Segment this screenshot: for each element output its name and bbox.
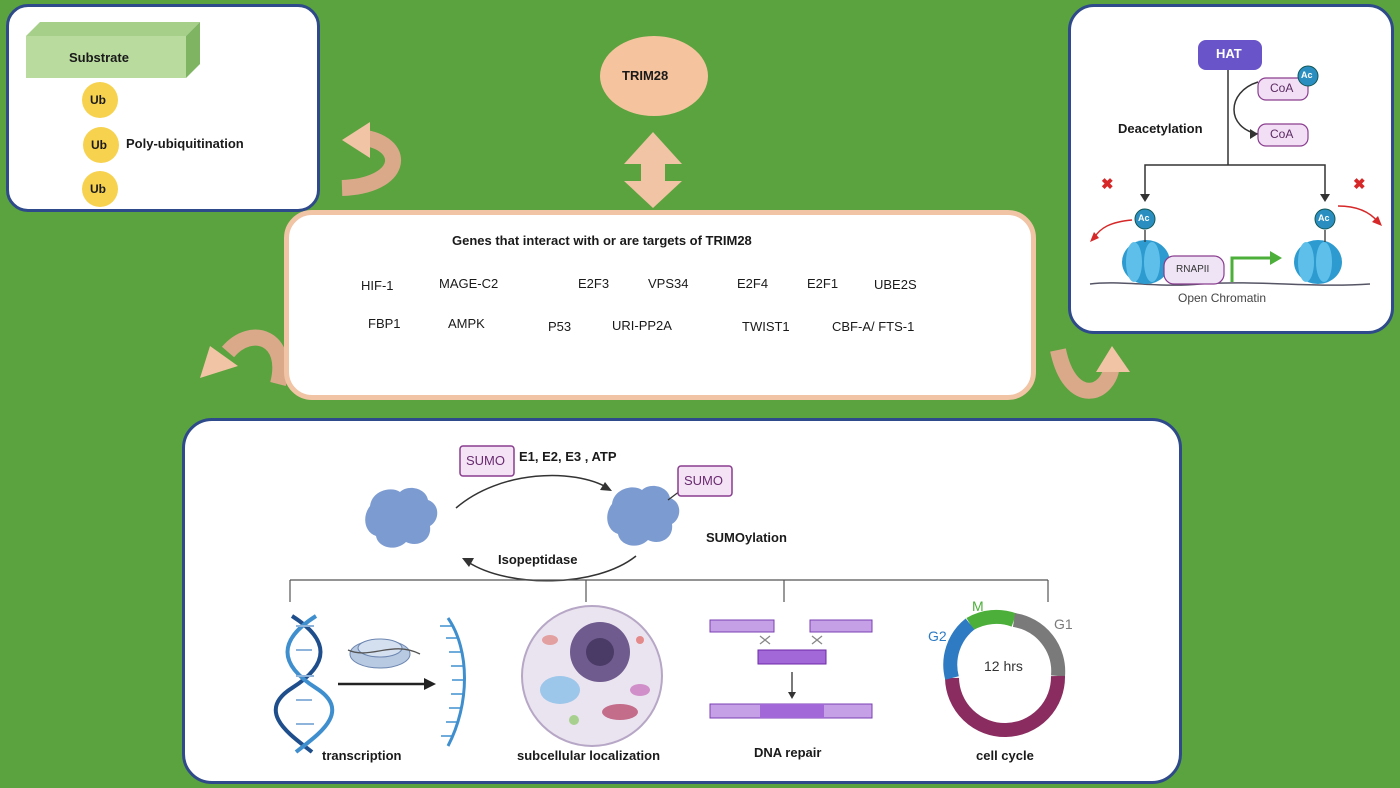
curved-arrow-to-sumo <box>221 329 289 387</box>
trim28-node <box>600 36 708 116</box>
protein-right-icon <box>607 485 680 546</box>
nucleosome-left <box>1122 240 1170 284</box>
hat-box <box>1198 40 1262 70</box>
genes-panel-title: Genes that interact with or are targets … <box>452 233 752 248</box>
gene-magec2: MAGE-C2 <box>439 276 499 291</box>
genes-panel <box>284 210 1036 400</box>
cell-cycle-center-label: 12 hrs <box>984 658 1023 674</box>
substrate-box <box>26 22 200 78</box>
coa-box-2 <box>1257 123 1309 147</box>
gene-uri-pp2a: URI-PP2A <box>612 318 672 333</box>
ub-circle-3 <box>82 171 118 207</box>
ub-label-1: Ub <box>90 93 106 107</box>
coa-label-2: CoA <box>1270 127 1294 141</box>
sumo-tag-left-label: SUMO <box>466 453 505 468</box>
outcome-dna-repair: DNA repair <box>754 745 822 760</box>
ub-label-3: Ub <box>90 182 106 196</box>
rnapii-box <box>1163 255 1225 285</box>
ac-circle-right <box>1314 208 1336 230</box>
ub-label-2: Ub <box>91 138 107 152</box>
transcription-start-arrow <box>1230 256 1272 282</box>
curved-arrow-to-acetylation <box>1050 348 1120 399</box>
sumo-tag-right-label: SUMO <box>684 473 723 488</box>
rnapii-label: RNAPII <box>1176 264 1210 275</box>
phase-m-label: M <box>972 598 984 614</box>
ac-label-coa: Ac <box>1301 70 1313 80</box>
curved-arrow-head-sumo <box>200 346 238 378</box>
phase-s-label: S <box>995 720 1005 736</box>
ub-circle-1 <box>82 82 118 118</box>
sumoylation-label: SUMOylation <box>706 530 787 545</box>
cross-icon-left: ✖ <box>1101 176 1114 193</box>
ac-circle-left <box>1134 208 1156 230</box>
cell-cycle-ring <box>943 609 1066 737</box>
gene-ampk: AMPK <box>448 316 485 331</box>
gene-cbfa-fts1: CBF-A/ FTS-1 <box>832 319 915 334</box>
isopeptidase-label: Isopeptidase <box>498 552 578 567</box>
gene-e2f4: E2F4 <box>737 276 769 291</box>
dna-helix-icon <box>273 614 335 754</box>
coa-box-1 <box>1257 77 1309 101</box>
double-arrow <box>624 132 682 208</box>
open-chromatin-label: Open Chromatin <box>1178 291 1267 305</box>
coa-label-1: CoA <box>1270 81 1294 95</box>
trim28-label: TRIM28 <box>622 68 669 83</box>
gene-e2f1: E2F1 <box>807 276 839 291</box>
outcome-subcellular-localization: subcellular localization <box>517 748 661 763</box>
mrna-strand-icon <box>446 617 466 747</box>
gene-p53: P53 <box>548 319 572 334</box>
protein-left-icon <box>365 487 438 548</box>
outcome-transcription: transcription <box>322 748 402 763</box>
phase-g1-label: G1 <box>1054 616 1073 632</box>
ub-circle-2 <box>83 127 119 163</box>
sumo-tag-left-box <box>459 445 515 477</box>
gene-ube2s: UBE2S <box>874 277 917 292</box>
gene-hif1: HIF-1 <box>361 278 394 293</box>
gene-vps34: VPS34 <box>648 276 689 291</box>
cell-icon <box>521 605 663 747</box>
gene-fbp1: FBP1 <box>368 316 401 331</box>
ac-label-left: Ac <box>1138 213 1150 223</box>
ac-circle-coa <box>1297 65 1319 87</box>
ac-label-right: Ac <box>1318 213 1330 223</box>
curved-arrow-head-ubiquitin <box>342 122 370 158</box>
outcome-cell-cycle: cell cycle <box>976 748 1034 763</box>
hat-label: HAT <box>1216 46 1242 61</box>
gene-twist1: TWIST1 <box>742 319 790 334</box>
dna-repair-icon <box>709 619 873 719</box>
curved-arrow-to-ubiquitin <box>341 130 401 196</box>
sumo-tag-right-box <box>677 465 733 497</box>
cross-icon-right: ✖ <box>1353 176 1366 193</box>
poly-ubiquitination-label: Poly-ubiquitination <box>126 136 244 151</box>
curved-arrow-head-acetylation <box>1096 346 1130 372</box>
deacetylation-label: Deacetylation <box>1118 121 1203 136</box>
phase-g2-label: G2 <box>928 628 947 644</box>
enzymes-label: E1, E2, E3 , ATP <box>519 449 617 464</box>
gene-e2f3: E2F3 <box>578 276 610 291</box>
nucleosome-right <box>1294 240 1342 284</box>
polymerase-icon <box>347 638 421 669</box>
substrate-label: Substrate <box>69 50 129 65</box>
